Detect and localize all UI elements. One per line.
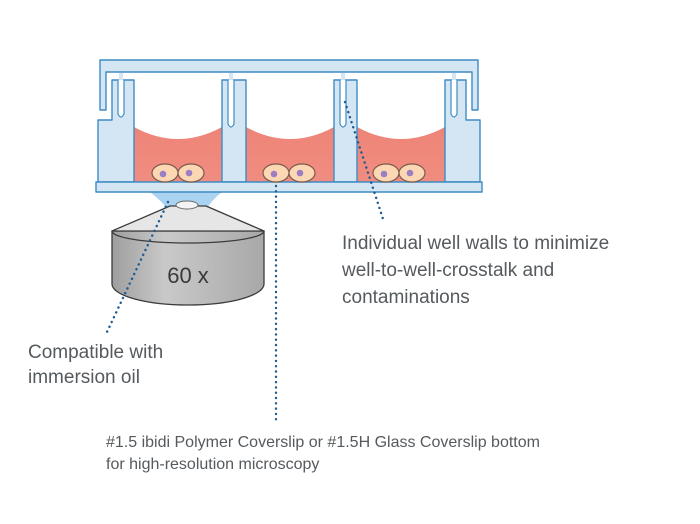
wall-slots bbox=[117, 80, 458, 128]
label-well-walls-line2: well-to-well-crosstalk and bbox=[342, 260, 555, 281]
label-well-walls-line3: contaminations bbox=[342, 287, 470, 308]
label-immersion-oil-line2: immersion oil bbox=[28, 367, 140, 388]
label-well-walls-line1: Individual well walls to minimize bbox=[342, 233, 610, 254]
coverslip-bottom bbox=[95, 181, 483, 193]
magnification-label: 60 x bbox=[167, 263, 209, 288]
slide-lid bbox=[99, 59, 479, 111]
label-immersion-oil-line1: Compatible with bbox=[28, 342, 164, 363]
leader-line-walls bbox=[343, 100, 386, 224]
label-coverslip-bottom: #1.5 ibidi Polymer Coverslip or #1.5H Gl… bbox=[106, 432, 540, 476]
label-immersion-oil: Compatible with immersion oil bbox=[28, 340, 163, 390]
label-coverslip-bottom-line2: for high-resolution microscopy bbox=[106, 456, 320, 473]
label-coverslip-bottom-line1: #1.5 ibidi Polymer Coverslip or #1.5H Gl… bbox=[106, 434, 540, 451]
objective-lens bbox=[111, 200, 265, 306]
nuclei bbox=[159, 169, 414, 178]
front-lens bbox=[175, 200, 199, 210]
label-well-walls: Individual well walls to minimize well-t… bbox=[342, 230, 609, 311]
